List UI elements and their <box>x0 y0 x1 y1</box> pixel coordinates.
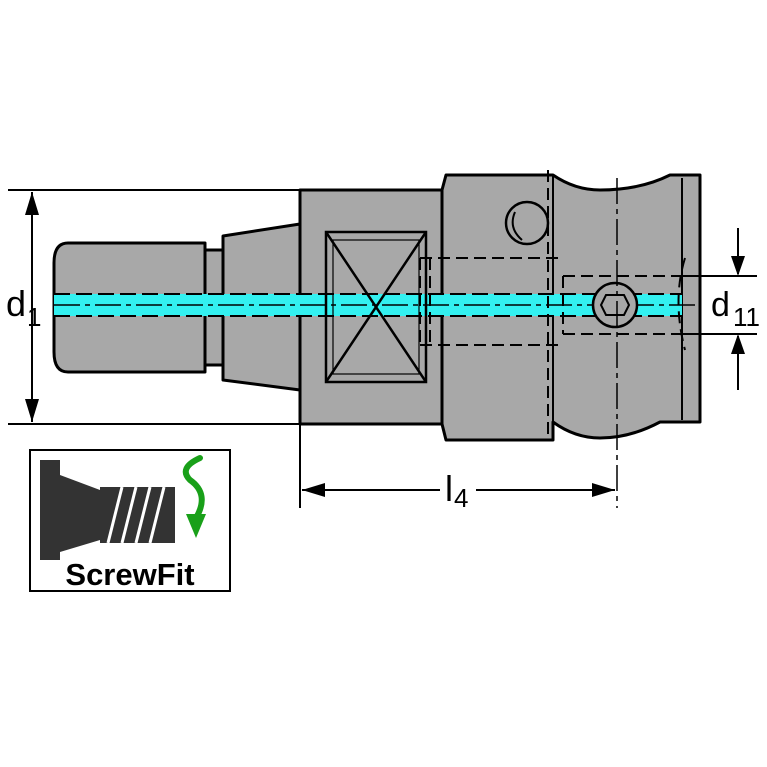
d1-subscript: 1 <box>27 302 41 332</box>
set-screw <box>591 281 639 329</box>
l4-label: l <box>445 468 453 509</box>
d11-label: d <box>711 286 730 324</box>
logo-label: ScrewFit <box>65 557 194 592</box>
rotation-arrow-icon <box>182 455 206 538</box>
coolant-bore <box>54 294 682 316</box>
hidden-bore-lines <box>419 170 686 440</box>
l4-subscript: 4 <box>454 483 468 513</box>
side-hole <box>504 200 550 246</box>
wrench-flat <box>324 230 428 384</box>
dimension-d11 <box>682 228 757 390</box>
screwfit-logo: ScrewFit <box>29 449 231 592</box>
screw-rotate-icon <box>40 455 206 560</box>
d11-subscript: 11 <box>733 302 760 332</box>
dimension-d1 <box>8 189 300 425</box>
d1-label: d <box>6 283 26 324</box>
